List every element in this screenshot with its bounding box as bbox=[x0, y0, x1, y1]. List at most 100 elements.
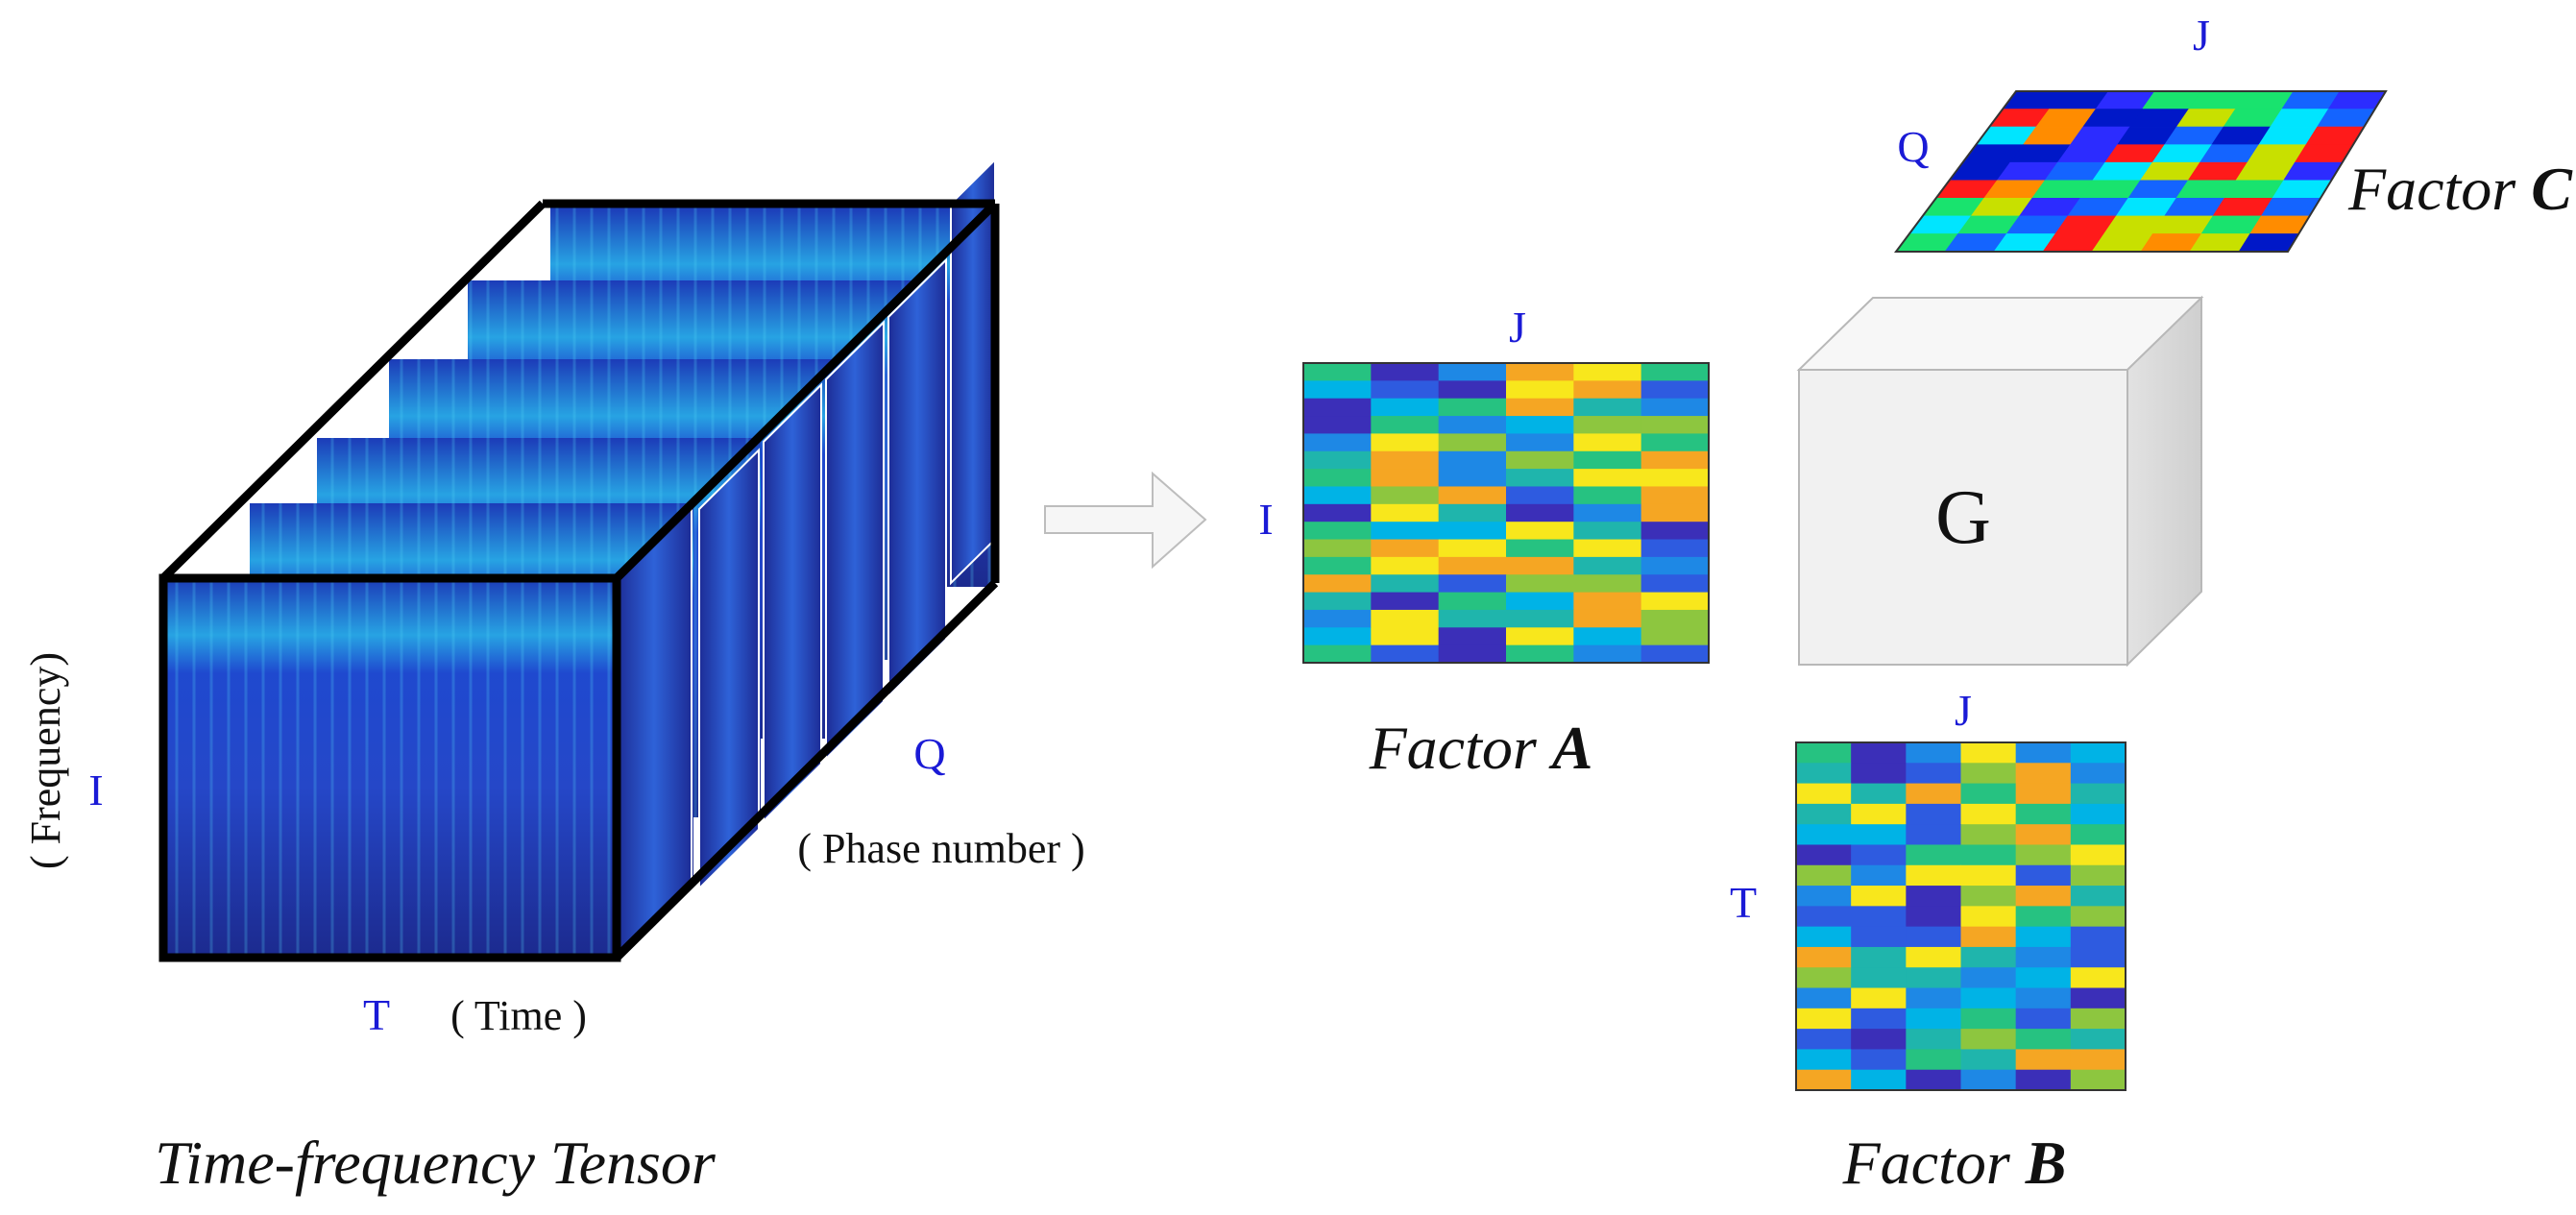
factor-b-cell bbox=[2015, 824, 2072, 845]
factor-a-cell bbox=[1640, 556, 1710, 575]
factor-a-cell bbox=[1371, 450, 1440, 470]
factor-a-cell bbox=[1371, 556, 1440, 575]
tensor-edge-top-left bbox=[159, 200, 547, 582]
factor-b-caption-letter: B bbox=[2025, 1129, 2067, 1197]
factor-b-cell bbox=[1906, 783, 1961, 805]
factor-b-cell bbox=[1796, 803, 1852, 825]
factor-a-cell bbox=[1303, 486, 1372, 505]
factor-a-cell bbox=[1506, 592, 1574, 611]
factor-c-caption: Factor C bbox=[2347, 155, 2573, 223]
time-frequency-tensor: I ( Frequency) T ( Time ) Q ( Phase numb… bbox=[22, 158, 1085, 1197]
factor-a-cell bbox=[1573, 363, 1642, 381]
factor-a-cell bbox=[1438, 450, 1507, 470]
factor-b-cell bbox=[1851, 1049, 1907, 1071]
factor-b-cell bbox=[1851, 967, 1907, 989]
factor-a-cell bbox=[1506, 416, 1574, 434]
factor-a-cell bbox=[1640, 609, 1710, 628]
factor-a-cell bbox=[1506, 503, 1574, 522]
factor-a-cell bbox=[1438, 522, 1507, 541]
factor-b-cell bbox=[2070, 906, 2126, 928]
factor-b-cell bbox=[1960, 967, 2017, 989]
factor-a-cell bbox=[1371, 539, 1440, 558]
factor-b-cell bbox=[1960, 763, 2017, 785]
factor-b-cell bbox=[2015, 1069, 2072, 1091]
factor-a-heatmap bbox=[1303, 363, 1710, 664]
factor-b-cell bbox=[1960, 946, 2017, 968]
factor-a-caption-prefix: Factor bbox=[1369, 714, 1552, 782]
factor-a-cell bbox=[1506, 522, 1574, 541]
factor-a-cell bbox=[1371, 433, 1440, 452]
factor-b-cell bbox=[2015, 987, 2072, 1009]
factor-b-cell bbox=[1851, 1008, 1907, 1030]
factor-b-cell bbox=[1960, 926, 2017, 948]
factor-a-cell bbox=[1303, 503, 1372, 522]
factor-a-cell bbox=[1573, 609, 1642, 628]
factor-a-cell bbox=[1573, 522, 1642, 541]
factor-b-cell bbox=[2070, 1008, 2126, 1030]
factor-a-cell bbox=[1640, 592, 1710, 611]
factor-a-cell bbox=[1506, 574, 1574, 594]
factor-b-cell bbox=[2015, 886, 2072, 907]
factor-a-cell bbox=[1573, 644, 1642, 664]
factor-b-cell bbox=[1796, 1049, 1852, 1071]
factor-a-cell bbox=[1640, 522, 1710, 541]
factor-b-heatmap bbox=[1796, 742, 2126, 1091]
factor-a-cell bbox=[1303, 380, 1372, 400]
factor-a-cell bbox=[1506, 433, 1574, 452]
factor-b-cell bbox=[1796, 742, 1852, 764]
factor-b-cell bbox=[1851, 763, 1907, 785]
tensor-dim-t-label: T bbox=[363, 990, 390, 1039]
core-front-face bbox=[1798, 369, 2128, 666]
factor-a-cell bbox=[1438, 380, 1507, 400]
factor-b-cell bbox=[1796, 1069, 1852, 1091]
factor-b-cell bbox=[1906, 1069, 1961, 1091]
factor-b-cell bbox=[1906, 926, 1961, 948]
factor-b-cell bbox=[2070, 864, 2126, 887]
factor-b-row-label: T bbox=[1730, 878, 1757, 927]
factor-a-cell bbox=[1303, 398, 1372, 417]
factor-a-cell bbox=[1506, 486, 1574, 505]
factor-a-cell bbox=[1640, 627, 1710, 646]
factor-a-cell bbox=[1371, 380, 1440, 400]
factor-b-cell bbox=[2015, 1049, 2072, 1071]
factor-b-cell bbox=[2015, 967, 2072, 989]
tensor-frequency-label: ( Frequency) bbox=[22, 652, 69, 869]
factor-a-cell bbox=[1640, 539, 1710, 558]
factor-a-cell bbox=[1573, 380, 1642, 400]
factor-b-cell bbox=[1960, 886, 2017, 907]
factor-a-cell bbox=[1506, 627, 1574, 646]
tensor-side-slice bbox=[698, 448, 760, 891]
factor-b-cell bbox=[1960, 844, 2017, 866]
factor-a-cell bbox=[1573, 539, 1642, 558]
factor-a-cell bbox=[1640, 469, 1710, 487]
factor-a-row-label: I bbox=[1258, 495, 1273, 544]
factor-b-cell bbox=[1906, 844, 1961, 866]
factor-a-cell bbox=[1640, 450, 1710, 470]
factor-a-cell bbox=[1573, 503, 1642, 522]
factor-b-cell bbox=[1906, 803, 1961, 825]
factor-a-cell bbox=[1303, 592, 1372, 611]
factor-b-cell bbox=[2015, 742, 2072, 764]
factor-b-cell bbox=[1796, 926, 1852, 948]
factor-a-cell bbox=[1640, 433, 1710, 452]
tensor-edge-top-right bbox=[613, 200, 999, 582]
factor-a-cell bbox=[1303, 469, 1372, 487]
factor-a-cell bbox=[1438, 574, 1507, 594]
factor-a-cell bbox=[1573, 556, 1642, 575]
factor-b-cell bbox=[1906, 906, 1961, 928]
factor-a-cell bbox=[1438, 363, 1507, 381]
factor-b-cell bbox=[1851, 906, 1907, 928]
tensor-front-edge bbox=[158, 573, 621, 962]
factor-c: J Q Factor C bbox=[1894, 11, 2573, 253]
factor-a-cell bbox=[1506, 644, 1574, 664]
factor-b-cell bbox=[1796, 987, 1852, 1009]
factor-a-cell bbox=[1371, 574, 1440, 594]
factor-a-cell bbox=[1438, 398, 1507, 417]
factor-b-cell bbox=[1796, 864, 1852, 887]
factor-a-cell bbox=[1371, 644, 1440, 664]
factor-a-border bbox=[1302, 362, 1710, 664]
factor-b: J T Factor B bbox=[1730, 686, 2126, 1197]
factor-b-cell bbox=[2070, 742, 2126, 764]
factor-a-cell bbox=[1640, 644, 1710, 664]
